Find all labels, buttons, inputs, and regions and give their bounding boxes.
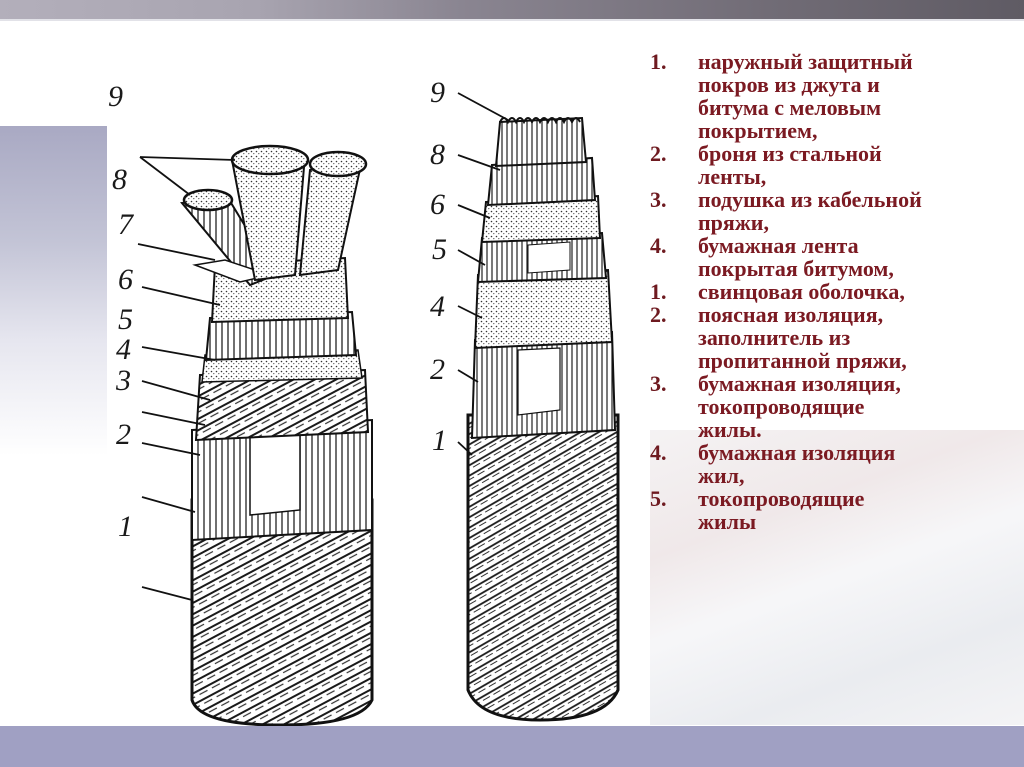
- left-cable-diagram: 9 8 7 6 5 4 3 2 1: [100, 60, 400, 730]
- right-label-9: 9: [430, 76, 445, 109]
- cable-layers-legend: 1.наружный защитный покров из джута и би…: [650, 50, 1020, 533]
- legend-item: 1.свинцовая оболочка,: [650, 279, 905, 304]
- left-label-6: 6: [118, 263, 133, 296]
- left-label-4: 4: [116, 333, 131, 366]
- left-label-7: 7: [118, 208, 133, 241]
- left-label-5: 5: [118, 303, 133, 336]
- slide-bottom-bar: [0, 726, 1024, 767]
- right-label-4: 4: [430, 290, 445, 323]
- left-cable-drawing: [137, 144, 374, 727]
- legend-item: 3.подушка из кабельной пряжи,: [650, 187, 922, 235]
- legend-item: 2.поясная изоляция, заполнитель из пропи…: [650, 302, 907, 373]
- legend-item: 5.токопроводящие жилы: [650, 486, 865, 534]
- right-cable-diagram: 9 8 6 5 4 2 1: [410, 70, 650, 730]
- left-label-2: 2: [116, 418, 131, 451]
- left-label-9: 9: [108, 80, 123, 113]
- left-label-1: 1: [118, 510, 133, 543]
- slide-top-bar: [0, 0, 1024, 19]
- right-label-6: 6: [430, 188, 445, 221]
- right-label-1: 1: [432, 424, 447, 457]
- left-label-8: 8: [112, 163, 127, 196]
- right-cable-drawing: [457, 92, 620, 722]
- legend-item: 2.броня из стальной ленты,: [650, 141, 882, 189]
- legend-item: 4.бумажная лента покрытая битумом,: [650, 233, 894, 281]
- right-label-5: 5: [432, 233, 447, 266]
- right-label-8: 8: [430, 138, 445, 171]
- top-divider: [0, 19, 1024, 21]
- legend-item: 1.наружный защитный покров из джута и би…: [650, 49, 913, 143]
- right-label-2: 2: [430, 353, 445, 386]
- legend-item: 3.бумажная изоляция, токопроводящие жилы…: [650, 371, 901, 442]
- legend-item: 4.бумажная изоляция жил,: [650, 440, 896, 488]
- left-label-3: 3: [116, 364, 131, 397]
- decorative-background-photo: [650, 430, 1024, 725]
- decorative-side-panel: [0, 126, 107, 456]
